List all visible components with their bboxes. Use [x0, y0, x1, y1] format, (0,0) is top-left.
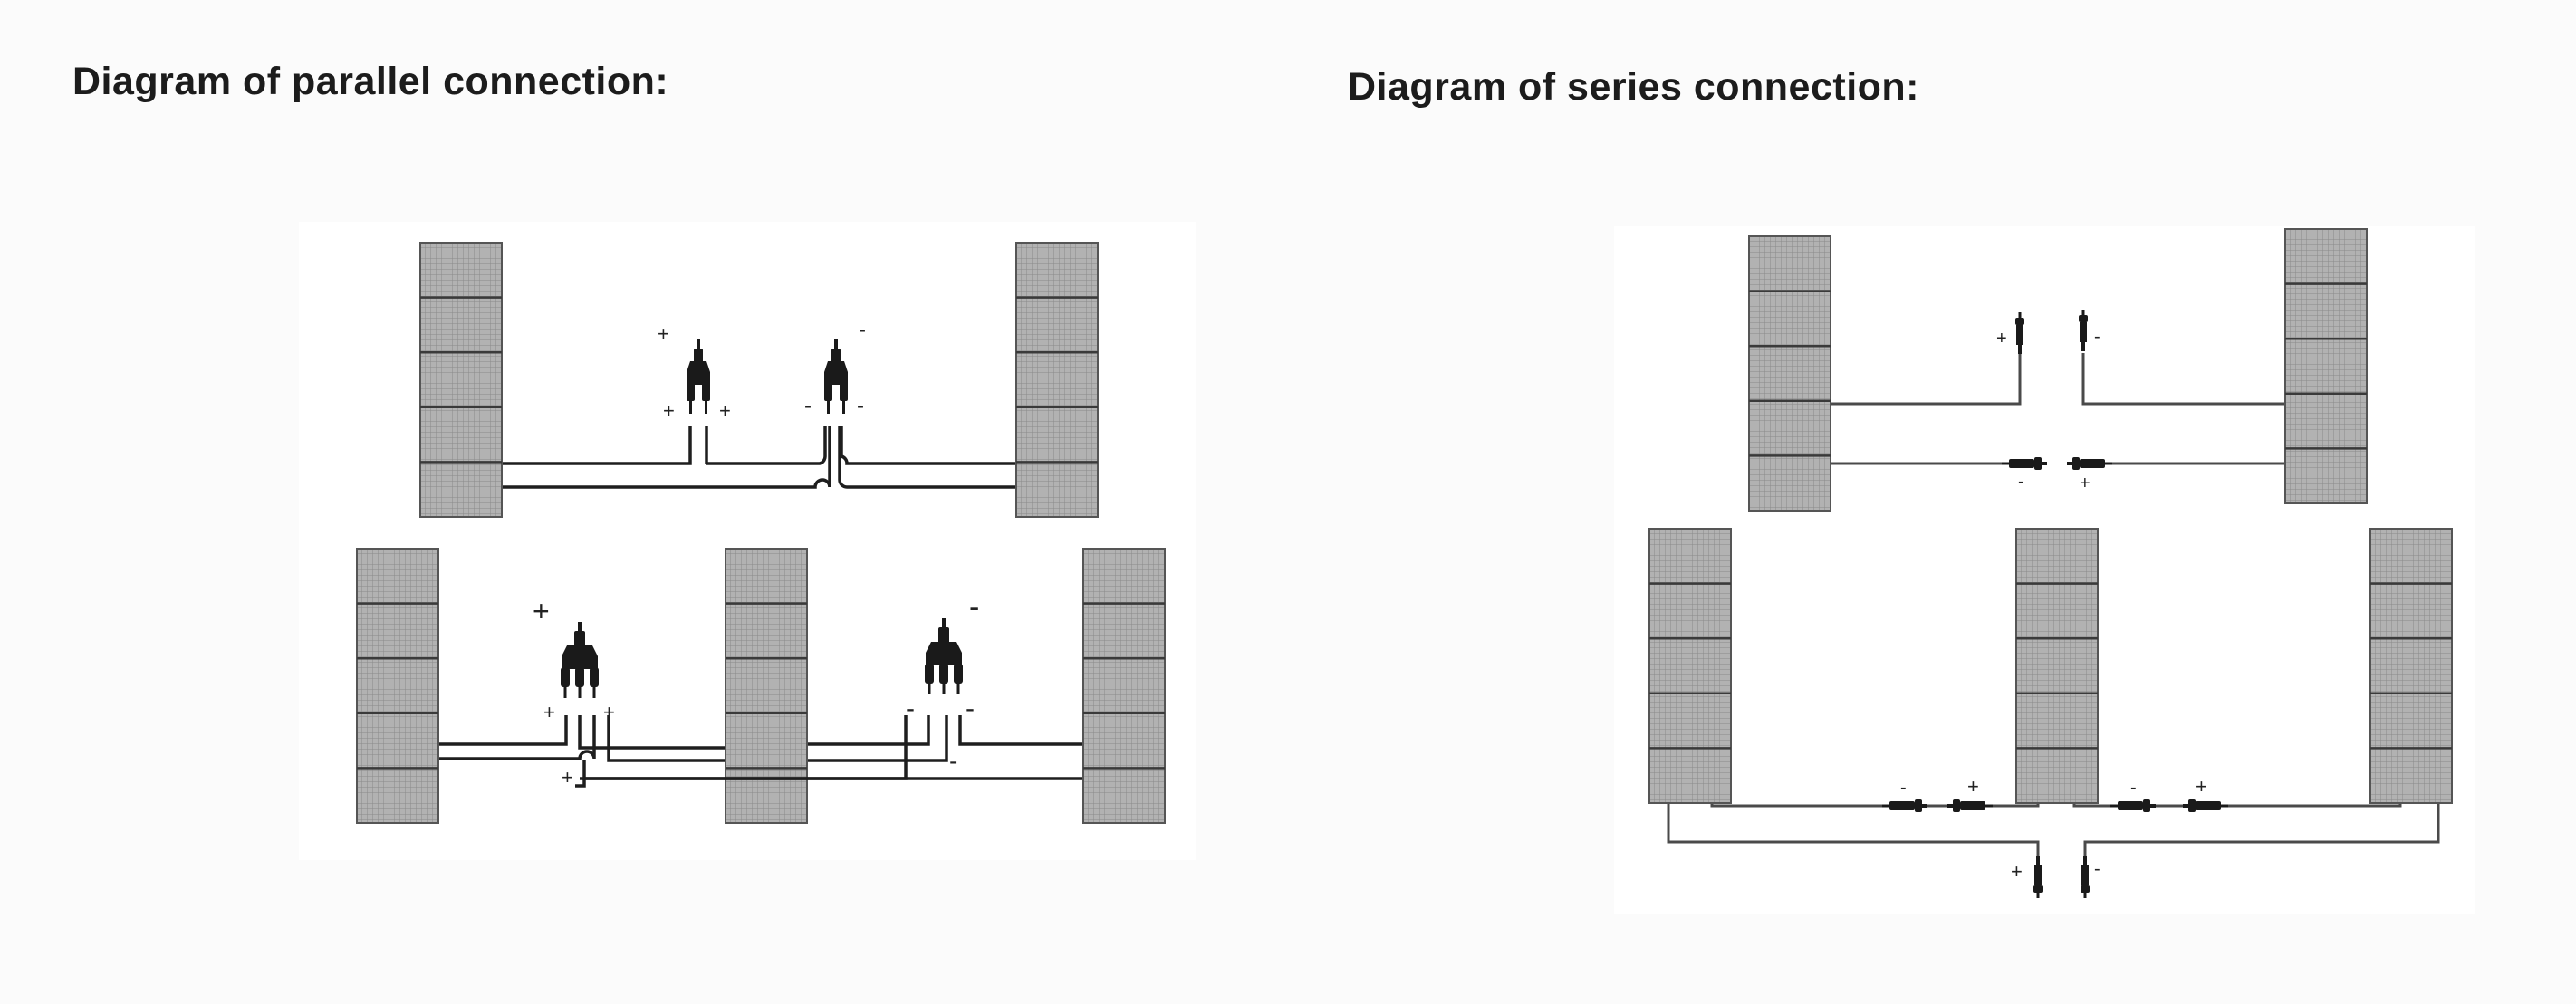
- series-diagram: + - - + - + - + + -: [1614, 226, 2475, 914]
- solar-panel-icon: [2015, 528, 2099, 804]
- polarity-sign: +: [603, 701, 615, 723]
- polarity-sign: +: [1967, 775, 1979, 798]
- polarity-sign: +: [543, 701, 555, 723]
- series-bottom-wiring: [1667, 804, 2440, 858]
- polarity-sign: -: [857, 394, 864, 418]
- polarity-sign: -: [859, 318, 866, 342]
- polarity-sign: +: [719, 399, 731, 422]
- series-diagram-title: Diagram of series connection:: [1348, 65, 1919, 109]
- solar-panel-icon: [1748, 235, 1831, 512]
- polarity-sign: +: [658, 322, 669, 345]
- polarity-sign: +: [533, 595, 550, 627]
- polarity-sign: +: [2080, 473, 2091, 493]
- polarity-sign: -: [1900, 778, 1907, 798]
- parallel-diagram-title: Diagram of parallel connection:: [72, 60, 669, 103]
- polarity-sign: -: [2018, 472, 2024, 492]
- polarity-sign: -: [906, 693, 915, 723]
- polarity-sign: -: [2094, 859, 2100, 879]
- polarity-sign: -: [2094, 327, 2100, 347]
- polarity-sign: +: [1996, 329, 2007, 349]
- solar-panel-icon: [1648, 528, 1732, 804]
- polarity-sign: -: [804, 394, 812, 418]
- series-top-wiring: [1831, 353, 2284, 465]
- solar-panel-icon: [2284, 228, 2368, 504]
- polarity-sign: +: [562, 766, 573, 789]
- parallel-diagram: + + + - - - + + +: [299, 222, 1196, 860]
- solar-panel-icon: [1082, 548, 1166, 824]
- solar-panel-icon: [2369, 528, 2453, 804]
- solar-panel-icon: [1015, 242, 1099, 518]
- parallel-top-wiring: [503, 426, 1015, 489]
- solar-panel-icon: [725, 548, 808, 824]
- polarity-sign: -: [966, 693, 975, 723]
- polarity-sign: +: [2011, 860, 2023, 883]
- solar-panel-icon: [419, 242, 503, 518]
- parallel-bottom-wiring: [439, 715, 1082, 788]
- polarity-sign: +: [2196, 775, 2207, 798]
- polarity-sign: -: [949, 747, 957, 775]
- polarity-sign: -: [969, 590, 979, 625]
- solar-panel-icon: [356, 548, 439, 824]
- polarity-sign: -: [2130, 778, 2137, 798]
- polarity-sign: +: [663, 399, 675, 422]
